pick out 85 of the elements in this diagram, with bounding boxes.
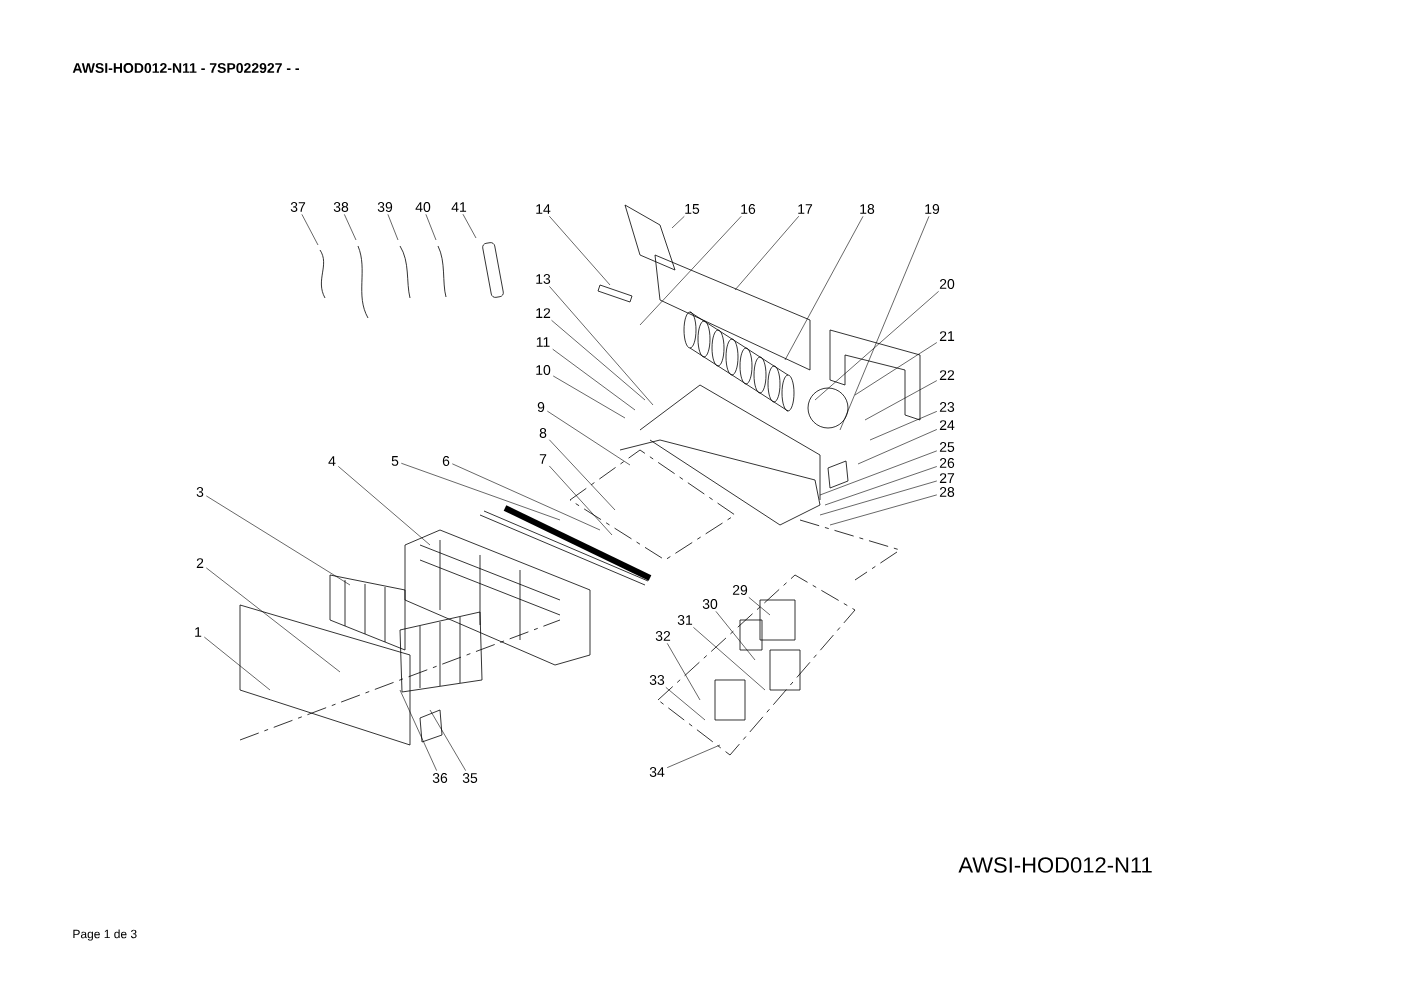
page-number: Page 1 de 3 [73,929,137,941]
leader-line [206,495,351,586]
leader-line [547,410,631,466]
leader-line [666,744,721,768]
callout-number: 24 [939,420,955,430]
callout-number: 7 [539,454,547,464]
leader-line [748,597,771,616]
callout-number: 32 [655,631,671,641]
callout-number: 9 [537,402,545,412]
leader-line [552,375,626,419]
callout-number: 18 [860,204,875,214]
leader-line [824,466,938,506]
callout-number: 8 [539,428,547,438]
callout-number: 16 [741,204,756,214]
callout-number: 4 [328,456,336,466]
leader-line [462,213,477,239]
callout-number: 14 [536,204,551,214]
callout-number: 25 [939,442,955,452]
leader-line [666,643,701,701]
callout-number: 19 [925,204,940,214]
callout-number: 37 [290,202,306,212]
leader-line [671,216,685,229]
leader-line [814,291,939,401]
callout-number: 11 [536,337,550,347]
leader-line [387,214,399,241]
leader-line [551,320,646,401]
leader-line [715,611,756,661]
callout-number: 12 [536,308,551,318]
leader-line [819,450,938,496]
callout-number: 3 [196,487,204,497]
leader-line [869,411,938,441]
leader-line [204,636,271,691]
leader-line [344,214,357,241]
callout-number: 22 [939,370,955,380]
callout-number: 35 [462,773,478,783]
leader-line [839,216,930,431]
leader-line [552,348,636,411]
callout-number: 30 [702,599,718,609]
leader-line [429,709,466,771]
callout-number: 38 [333,202,349,212]
callout-number: 34 [649,767,665,777]
callout-number: 10 [536,365,551,375]
leader-line [549,215,611,286]
leader-line [425,214,437,241]
callout-number: 13 [536,274,551,284]
leader-line [549,439,616,511]
leader-line [549,286,654,406]
callout-number: 17 [798,204,813,214]
callout-number: 28 [939,487,955,497]
callout-number: 21 [939,331,955,341]
callout-number: 1 [195,627,202,637]
leader-line [452,463,601,531]
callout-number: 39 [377,202,393,212]
leader-line [864,380,938,421]
leader-line [857,429,938,465]
leader-line [693,627,766,691]
callout-number: 40 [415,202,431,212]
callout-number: 33 [649,675,665,685]
leader-line [338,466,431,546]
callout-number: 23 [939,402,955,412]
callout-number: 31 [677,615,693,625]
callout-number: 27 [939,473,955,483]
leader-line [549,465,613,536]
leader-line [854,342,938,396]
leader-line [784,216,864,361]
callout-number: 20 [939,279,955,289]
leader-line [401,462,561,521]
page-title: AWSI-HOD012-N11 - 7SP022927 - - [72,63,299,73]
leader-line [399,689,437,771]
callout-number: 29 [732,585,748,595]
leader-line [301,214,319,246]
callout-number: 26 [939,458,955,468]
leader-line [829,494,938,526]
leader-line [665,687,706,721]
callout-number: 5 [391,456,399,466]
leader-line [206,567,341,673]
callout-number: 36 [432,773,448,783]
callout-number: 41 [451,202,467,212]
callout-number: 6 [442,456,450,466]
leader-line [819,480,938,516]
model-label: AWSI-HOD012-N11 [958,857,1152,873]
leader-line [734,215,800,291]
callout-number: 2 [196,558,204,568]
callout-number: 15 [685,204,700,214]
leader-line [639,216,742,326]
